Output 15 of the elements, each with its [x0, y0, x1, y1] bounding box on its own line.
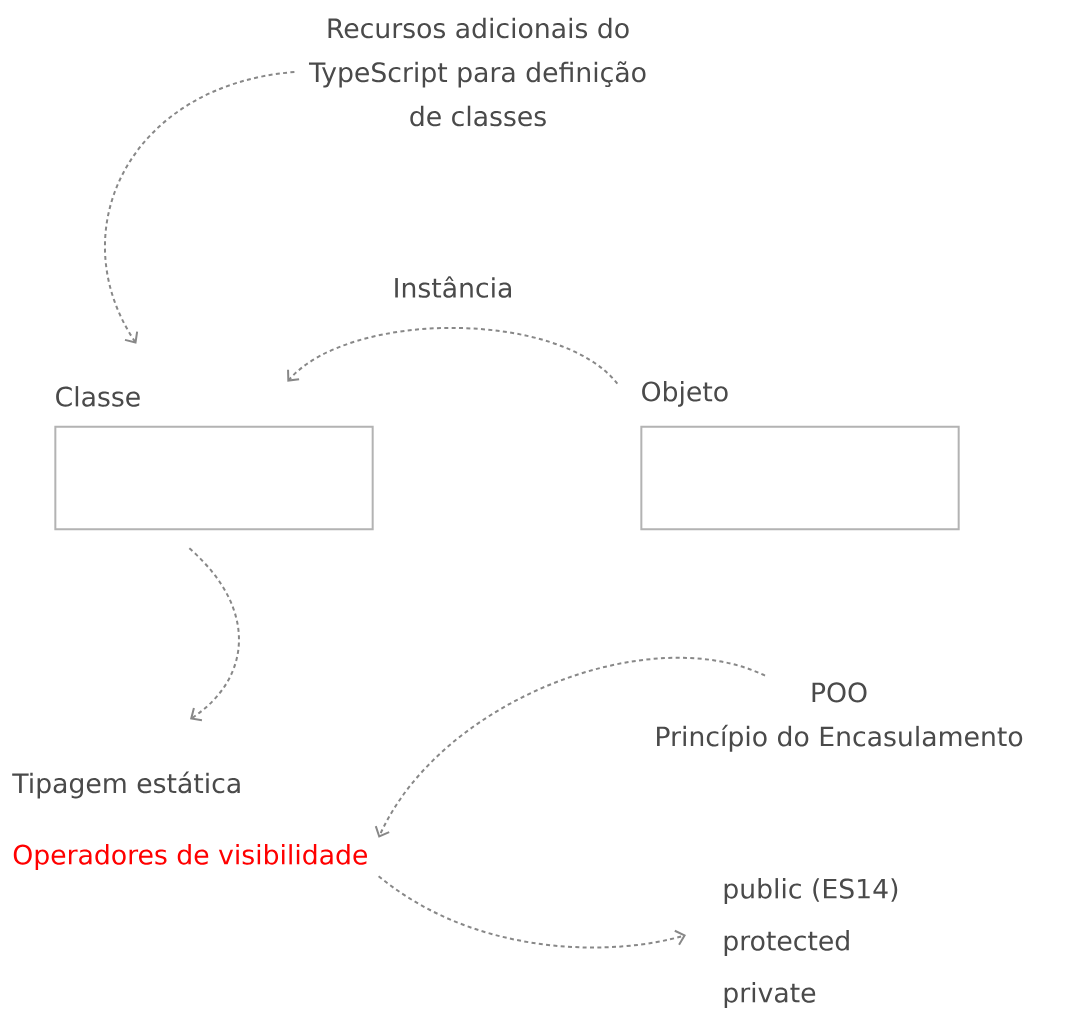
- dashed-arrow: [104, 71, 296, 344]
- dashed-arrow: [374, 657, 766, 838]
- node-label: Objeto: [642, 380, 728, 407]
- caption-text: POO Princípio do Encasulamento: [657, 682, 1023, 752]
- keyword-list: public (ES14) protected private: [724, 878, 898, 1008]
- caption-text: Tipagem estática: [12, 771, 240, 799]
- dashed-arrow: [287, 326, 619, 385]
- caption-text: Recursos adicionais do TypeScript para definição de classes: [309, 17, 646, 127]
- edge-label: Instância: [391, 274, 515, 300]
- caption-text: Operadores de visibilidade: [13, 844, 367, 870]
- dashed-arrow: [188, 547, 240, 722]
- labeled-box: Classe: [54, 386, 374, 531]
- node-label: Classe: [56, 386, 140, 407]
- labeled-box: Objeto: [640, 380, 960, 531]
- dashed-arrow: [377, 875, 686, 949]
